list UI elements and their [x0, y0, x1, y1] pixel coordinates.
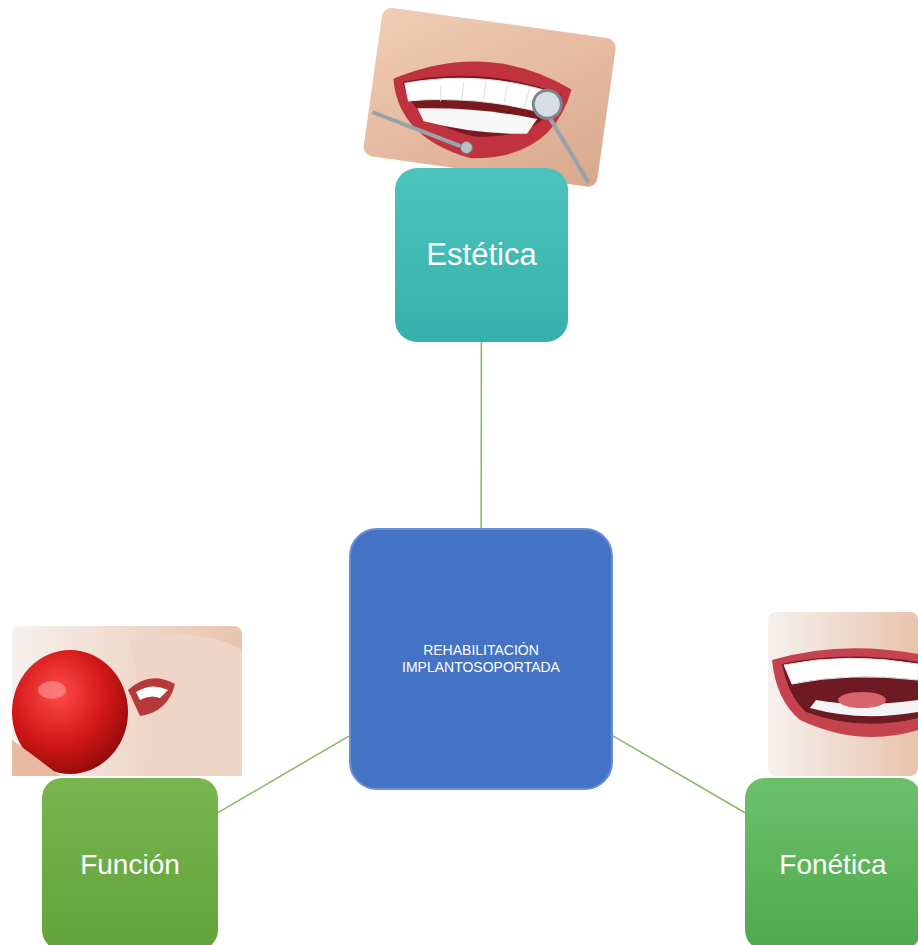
connector-line: [613, 736, 745, 813]
apple-photo: [12, 626, 242, 776]
smile-photo: [362, 7, 617, 188]
connector-stroke: [218, 736, 349, 813]
aesthetic-box: Estética: [395, 168, 568, 342]
phonetics-box: Fonética: [745, 778, 918, 945]
mouth-photo: [768, 612, 918, 776]
connector-stroke: [613, 736, 745, 813]
node-label: REHABILITACIÓN IMPLANTOSOPORTADA: [371, 642, 591, 677]
connector-line: [218, 736, 349, 813]
node-label: Estética: [426, 236, 536, 275]
connector-stroke: [480, 342, 482, 528]
function-box: Función: [42, 778, 218, 945]
node-label: Fonética: [779, 847, 886, 882]
connector-line: [481, 342, 482, 528]
node-label: Función: [80, 847, 180, 882]
central-box: REHABILITACIÓN IMPLANTOSOPORTADA: [349, 528, 613, 790]
